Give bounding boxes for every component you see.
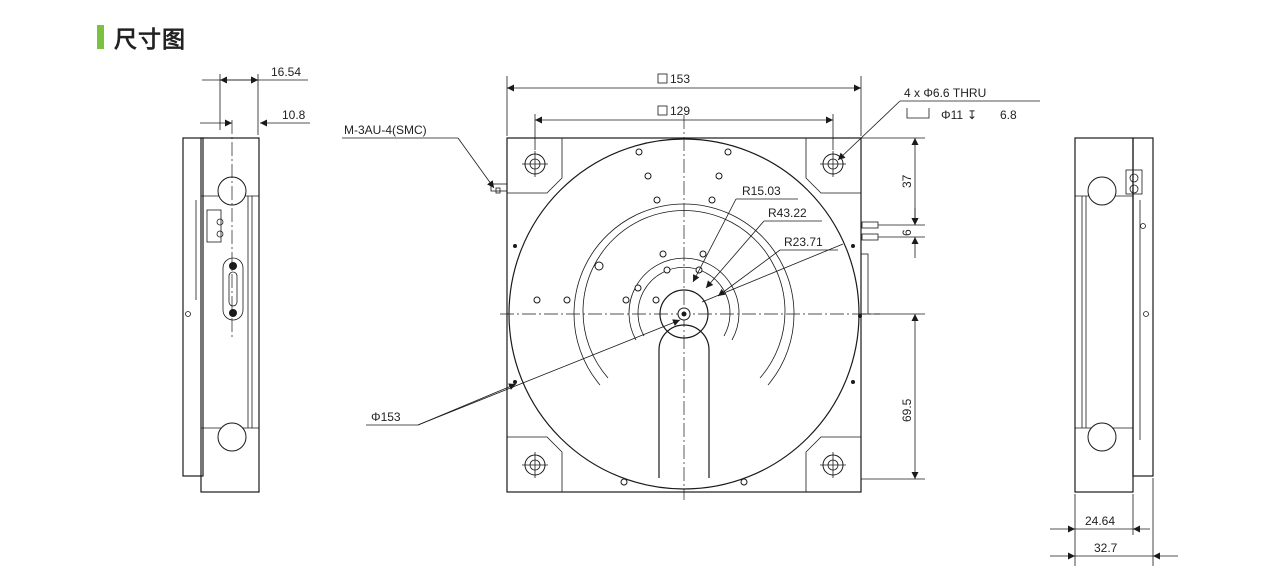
corner-hole xyxy=(820,452,846,478)
dim-square-129: 129 xyxy=(670,104,690,118)
depth-symbol: ↧ xyxy=(967,108,977,122)
right-side-view: 24.64 32.7 xyxy=(1050,137,1178,566)
dim-r43-22: R43.22 xyxy=(768,206,807,220)
dim-r23-71: R23.71 xyxy=(784,235,823,249)
port-label: M-3AU-4(SMC) xyxy=(344,123,427,137)
dim-37: 37 xyxy=(900,174,914,188)
dim-dia-153: Φ153 xyxy=(371,410,401,424)
hole-callout-depth: 6.8 xyxy=(1000,108,1017,122)
dim-24-64: 24.64 xyxy=(1085,514,1115,528)
dim-r15-03: R15.03 xyxy=(742,184,781,198)
corner-hole xyxy=(522,151,548,177)
corner-hole xyxy=(820,151,846,177)
hole-callout-cbore: Φ11 xyxy=(941,108,963,122)
dim-square-153: 153 xyxy=(670,72,690,86)
dim-6: 6 xyxy=(900,229,914,236)
title-accent-bar xyxy=(97,25,104,49)
left-side-view: 16.54 10.8 xyxy=(182,65,310,493)
corner-hole xyxy=(522,452,548,478)
mounting-holes xyxy=(513,148,862,486)
front-view: 153 129 M-3AU-4(SMC) 4 x Φ6.6 THRU Φ11 ↧… xyxy=(342,72,1040,500)
dim-69-5: 69.5 xyxy=(900,398,914,422)
page-title: 尺寸图 xyxy=(114,27,186,53)
dim-10-8: 10.8 xyxy=(282,108,306,122)
hole-callout-line1: 4 x Φ6.6 THRU xyxy=(904,86,986,100)
dim-32-7: 32.7 xyxy=(1094,541,1118,555)
section-header: 尺寸图 xyxy=(97,22,186,53)
dim-16-54: 16.54 xyxy=(271,65,301,79)
